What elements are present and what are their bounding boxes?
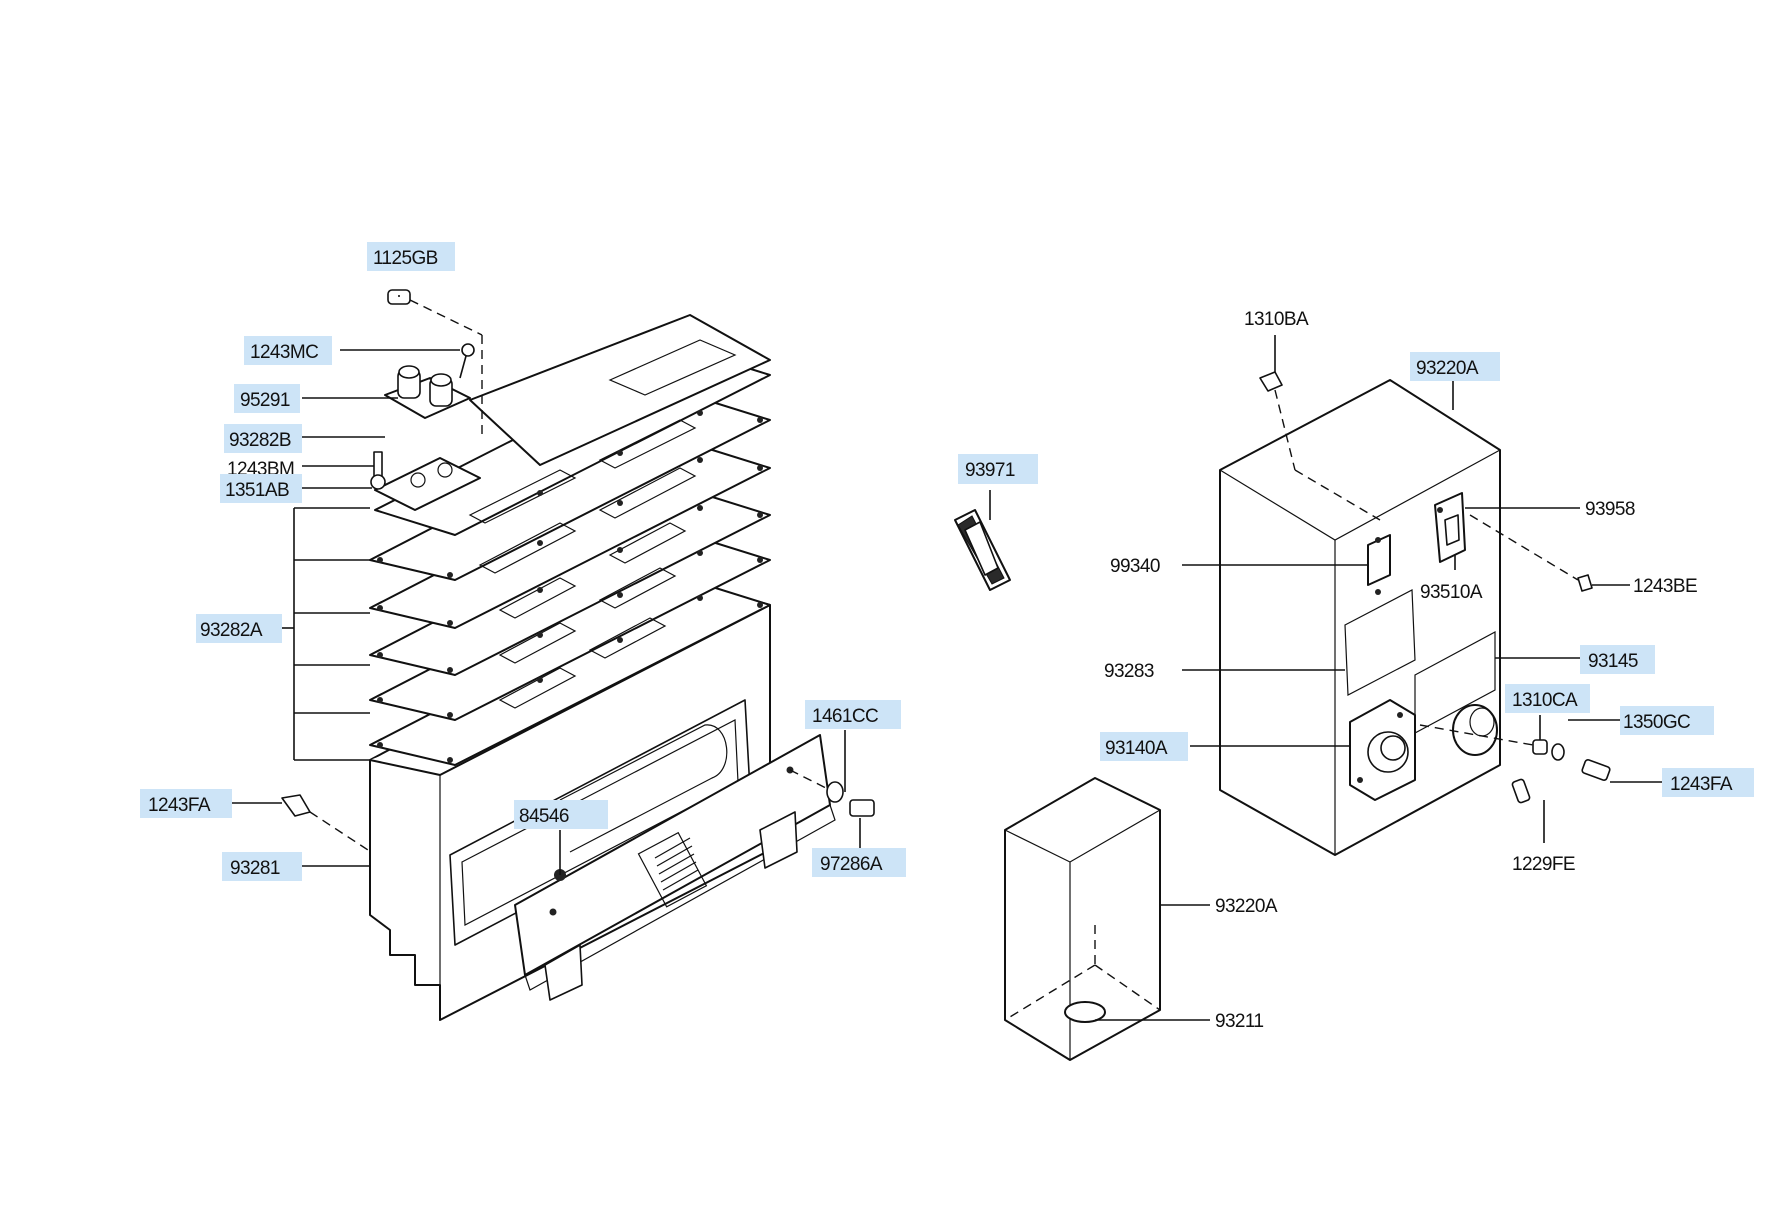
bottom-box-93220A <box>1004 777 1161 1061</box>
svg-text:1310BA: 1310BA <box>1244 309 1309 330</box>
svg-text:93140A: 93140A <box>1105 738 1168 759</box>
svg-text:93281: 93281 <box>230 858 280 879</box>
label-1310BA: 1310BA <box>1244 309 1310 330</box>
hardware-left <box>281 289 875 851</box>
svg-text:93282B: 93282B <box>229 430 291 451</box>
label-84546: 84546 <box>514 800 608 829</box>
svg-text:1243MC: 1243MC <box>250 342 318 363</box>
label-99340: 99340 <box>1110 556 1160 577</box>
label-1243MC: 1243MC <box>244 336 332 365</box>
leader-lines <box>232 295 1662 1021</box>
label-93283: 93283 <box>1104 661 1154 682</box>
svg-text:1229FE: 1229FE <box>1512 854 1575 875</box>
svg-text:93283: 93283 <box>1104 661 1154 682</box>
svg-text:1461CC: 1461CC <box>812 706 878 727</box>
svg-text:93145: 93145 <box>1588 651 1638 672</box>
svg-text:1243FA: 1243FA <box>1670 774 1733 795</box>
left-assembly <box>281 289 875 1021</box>
svg-text:1243FA: 1243FA <box>148 795 211 816</box>
label-1351AB: 1351AB <box>220 474 302 503</box>
label-1229FE: 1229FE <box>1512 854 1576 875</box>
label-1125GB: 1125GB <box>367 242 455 271</box>
label-93145: 93145 <box>1580 645 1655 674</box>
svg-text:1351AB: 1351AB <box>225 480 289 501</box>
label-1243FA-left: 1243FA <box>140 789 232 818</box>
svg-text:93971: 93971 <box>965 460 1015 481</box>
svg-text:95291: 95291 <box>240 390 290 411</box>
label-95291: 95291 <box>234 384 300 413</box>
label-93282B: 93282B <box>224 424 302 453</box>
gasket-stack-93282A <box>369 314 771 766</box>
svg-text:93220A: 93220A <box>1215 896 1278 917</box>
label-93211: 93211 <box>1215 1011 1264 1032</box>
labels: 1125GB 1243MC 95291 93282B 1243BM 1351AB… <box>140 242 1754 1032</box>
svg-text:1310CA: 1310CA <box>1512 690 1578 711</box>
label-93510A: 93510A <box>1420 582 1483 603</box>
label-1461CC: 1461CC <box>805 700 901 729</box>
svg-text:93220A: 93220A <box>1416 358 1479 379</box>
label-1243BE: 1243BE <box>1633 576 1698 597</box>
svg-text:97286A: 97286A <box>820 854 883 875</box>
label-93220A-bottom: 93220A <box>1215 896 1278 917</box>
label-1243FA-right: 1243FA <box>1662 768 1754 797</box>
svg-text:93211: 93211 <box>1215 1011 1263 1032</box>
label-93958: 93958 <box>1585 499 1635 520</box>
label-1310CA: 1310CA <box>1505 684 1590 713</box>
svg-text:99340: 99340 <box>1110 556 1160 577</box>
label-93282A: 93282A <box>196 614 282 643</box>
svg-text:93510A: 93510A <box>1420 582 1483 603</box>
label-93971: 93971 <box>958 454 1038 484</box>
label-93220A-top: 93220A <box>1410 352 1500 381</box>
svg-text:1350GC: 1350GC <box>1623 712 1690 733</box>
label-93140A: 93140A <box>1100 732 1188 761</box>
label-93281: 93281 <box>222 852 302 881</box>
relay-93971 <box>954 509 1011 591</box>
svg-text:93282A: 93282A <box>200 620 263 641</box>
svg-text:93958: 93958 <box>1585 499 1635 520</box>
label-1350GC: 1350GC <box>1620 706 1714 735</box>
label-97286A: 97286A <box>812 848 906 877</box>
right-box-93220A <box>1219 371 1611 856</box>
svg-text:1125GB: 1125GB <box>373 248 438 269</box>
svg-text:84546: 84546 <box>519 806 569 827</box>
svg-text:1243BE: 1243BE <box>1633 576 1697 597</box>
